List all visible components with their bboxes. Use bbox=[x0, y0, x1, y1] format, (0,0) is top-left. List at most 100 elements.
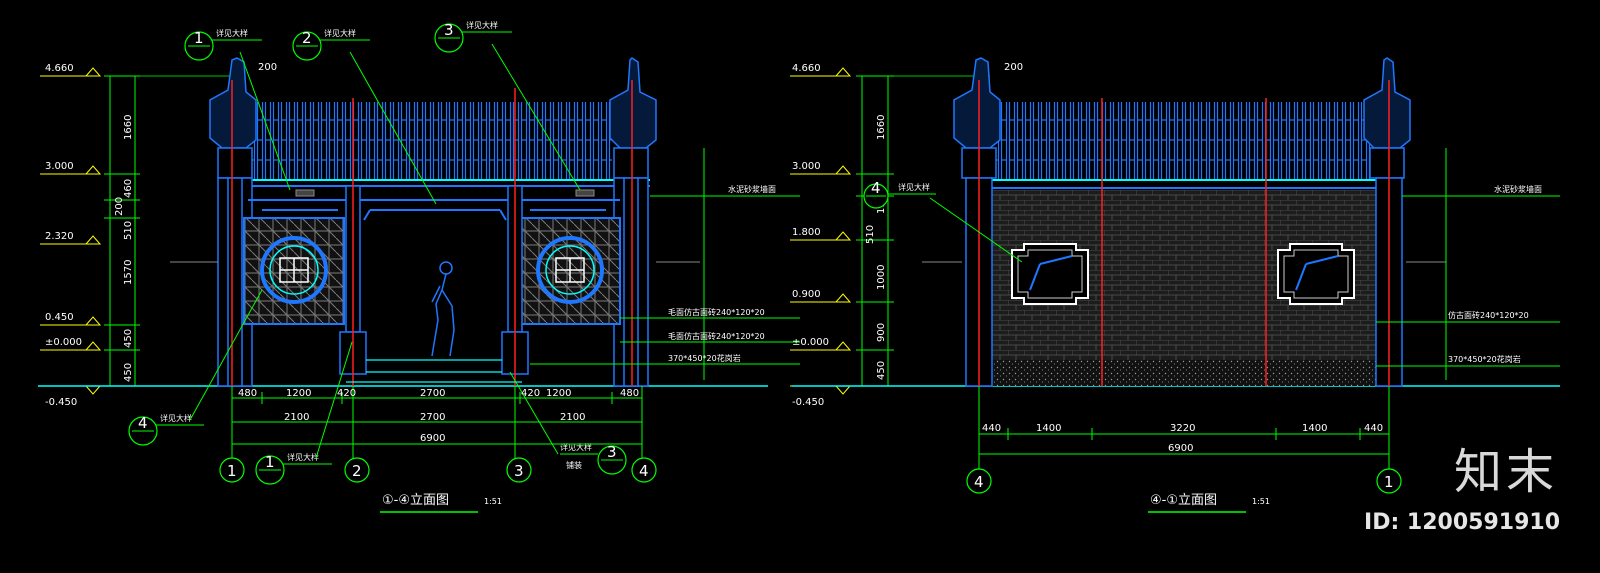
level-label: 2.320 bbox=[45, 231, 74, 242]
axis-bubble: 2 bbox=[344, 457, 370, 483]
axis-bubble: 4 bbox=[631, 457, 657, 483]
level-label: 1.800 bbox=[792, 227, 821, 238]
level-label: 4.660 bbox=[792, 63, 821, 74]
level-label: 3.000 bbox=[792, 161, 821, 172]
annotation: 370*450*20花岗岩 bbox=[1448, 354, 1521, 364]
callout-bubble: 2 详见大样 bbox=[292, 28, 437, 205]
dim-label: 1200 bbox=[546, 388, 571, 399]
svg-text:详见大样: 详见大样 bbox=[898, 182, 930, 192]
gate-steps bbox=[346, 359, 522, 383]
right-annotations: 水泥砂浆墙面 仿古面砖240*120*20 370*450*20花岗岩 bbox=[1448, 184, 1542, 364]
axis-bubble: 1 bbox=[219, 457, 245, 483]
svg-text:详见大样: 详见大样 bbox=[324, 28, 356, 38]
callout-bubble: 4 详见大样 bbox=[128, 289, 263, 446]
annotation: 370*450*20花岗岩 bbox=[668, 353, 741, 363]
drawing-title: ①-④立面图 bbox=[382, 493, 449, 508]
roof-tiles bbox=[252, 102, 612, 180]
svg-text:4: 4 bbox=[138, 414, 148, 432]
svg-text:铺装: 铺装 bbox=[566, 460, 582, 470]
dim-label: 440 bbox=[982, 423, 1001, 434]
callout-bubble: 1 详见大样 bbox=[184, 28, 291, 191]
vertical-dim: 1000 bbox=[876, 265, 887, 290]
gravel-base bbox=[976, 360, 1392, 386]
dim-label: 6900 bbox=[1168, 443, 1193, 454]
axis-bubble: 1 bbox=[1376, 468, 1402, 494]
level-label: 0.900 bbox=[792, 289, 821, 300]
right-horizontal-dims: 440 1400 3220 1400 440 6900 bbox=[982, 423, 1383, 454]
right-horizontal-dim-lines bbox=[978, 386, 1390, 472]
svg-text:2: 2 bbox=[302, 29, 312, 47]
dim-label: 2100 bbox=[284, 412, 309, 423]
dim-label: 420 bbox=[521, 388, 540, 399]
left-vertical-dims: 1660 460 200 510 1570 450 450 200 bbox=[114, 62, 277, 382]
person-figure bbox=[431, 261, 455, 357]
svg-text:3: 3 bbox=[444, 21, 454, 39]
drawing-scale: 1:51 bbox=[1252, 497, 1270, 506]
left-annotations: 水泥砂浆墙面 毛面仿古面砖240*120*20 毛面仿古面砖240*120*20… bbox=[668, 184, 776, 363]
top-dim: 200 bbox=[1004, 62, 1023, 73]
svg-text:2: 2 bbox=[352, 462, 362, 480]
watermark-id: ID: 1200591910 bbox=[1364, 510, 1560, 535]
dim-label: 2700 bbox=[420, 388, 445, 399]
dim-label: 440 bbox=[1364, 423, 1383, 434]
vertical-dim: 200 bbox=[114, 197, 125, 216]
dim-label: 2700 bbox=[420, 412, 445, 423]
wall-window-right bbox=[1277, 243, 1355, 305]
left-red-axes bbox=[231, 80, 633, 386]
svg-text:详见大样: 详见大样 bbox=[466, 20, 498, 30]
vertical-dim: 1570 bbox=[123, 260, 134, 285]
dim-label: 420 bbox=[337, 388, 356, 399]
right-level-labels: 4.660 3.000 1.800 0.900 ±0.000 -0.450 bbox=[792, 63, 829, 408]
left-level-labels: 4.660 3.000 2.320 0.450 ±0.000 -0.450 bbox=[45, 63, 82, 408]
svg-text:4: 4 bbox=[974, 473, 984, 491]
dim-label: 1200 bbox=[286, 388, 311, 399]
svg-text:详见大样: 详见大样 bbox=[560, 442, 592, 452]
right-pier bbox=[609, 57, 657, 387]
annotation: 水泥砂浆墙面 bbox=[1494, 184, 1542, 194]
level-label: -0.450 bbox=[45, 397, 77, 408]
axis-bubble: 3 bbox=[506, 457, 532, 483]
svg-text:1: 1 bbox=[227, 462, 237, 480]
left-horizontal-dim-lines bbox=[231, 386, 643, 470]
vertical-dim: 1660 bbox=[876, 115, 887, 140]
dim-label: 1400 bbox=[1302, 423, 1327, 434]
axis-bubble: 4 bbox=[966, 468, 992, 494]
round-window-right bbox=[536, 236, 604, 304]
top-dim: 200 bbox=[258, 62, 277, 73]
right-callout: 4 详见大样 bbox=[863, 179, 1023, 263]
vertical-dim: 450 bbox=[123, 329, 134, 348]
level-label: -0.450 bbox=[792, 397, 824, 408]
svg-text:4: 4 bbox=[639, 462, 649, 480]
left-title: ①-④立面图 1:51 bbox=[380, 493, 502, 513]
dim-label: 480 bbox=[620, 388, 639, 399]
svg-text:4: 4 bbox=[871, 179, 881, 197]
right-elevation: 4.660 3.000 1.800 0.900 ±0.000 -0.450 16… bbox=[790, 57, 1560, 513]
svg-text:详见大样: 详见大样 bbox=[216, 28, 248, 38]
level-label: 0.450 bbox=[45, 312, 74, 323]
svg-text:1: 1 bbox=[265, 453, 275, 471]
level-label: 3.000 bbox=[45, 161, 74, 172]
left-horizontal-dims: 480 1200 420 2700 420 1200 480 2100 2700… bbox=[238, 388, 639, 444]
left-annotation-leaders bbox=[530, 148, 800, 380]
drawing-scale: 1:51 bbox=[484, 497, 502, 506]
wall-window-left bbox=[1011, 243, 1089, 305]
level-label: 4.660 bbox=[45, 63, 74, 74]
left-pier bbox=[209, 57, 257, 387]
right-annotation-leaders bbox=[1376, 148, 1560, 380]
vertical-dim: 1660 bbox=[123, 115, 134, 140]
callout-bubble: 3 详见大样 铺装 bbox=[509, 371, 627, 475]
right-elev-right-pier bbox=[1363, 57, 1411, 387]
dim-label: 1400 bbox=[1036, 423, 1061, 434]
left-axis-bubbles: 1 2 3 4 bbox=[219, 457, 657, 483]
watermark-logo: 知末 bbox=[1453, 444, 1558, 500]
roof-tiles bbox=[996, 102, 1372, 180]
annotation: 水泥砂浆墙面 bbox=[728, 184, 776, 194]
vertical-dim: 900 bbox=[876, 323, 887, 342]
right-title: ④-①立面图 1:51 bbox=[1148, 493, 1270, 513]
right-red-axes bbox=[978, 80, 1390, 386]
vertical-dim: 510 bbox=[123, 221, 134, 240]
right-level-markers bbox=[790, 67, 852, 395]
svg-text:3: 3 bbox=[514, 462, 524, 480]
vertical-dim: 460 bbox=[123, 179, 134, 198]
